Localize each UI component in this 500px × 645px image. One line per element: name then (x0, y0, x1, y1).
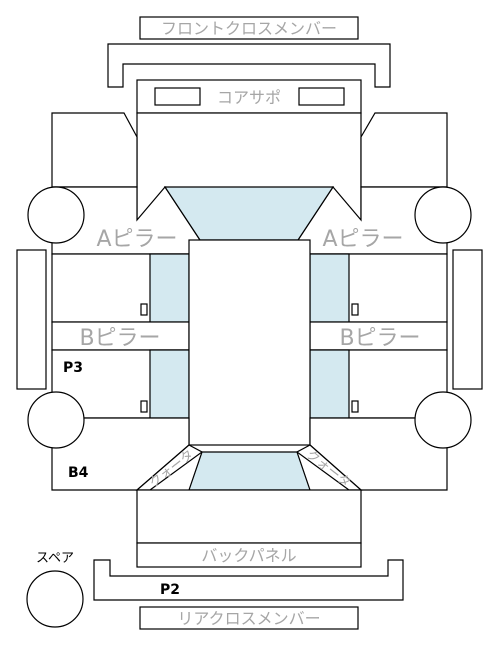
right-front-fender (360, 112, 448, 188)
rear-cross-member-box (139, 606, 359, 630)
spare-tire (26, 570, 84, 628)
right-front-door-handle (351, 303, 359, 316)
a-pillar-left-label: Aピラー (96, 227, 177, 252)
right-headlight (298, 87, 345, 106)
right-rear-window (309, 349, 350, 419)
spare-label: スペア (36, 551, 74, 566)
left-rear-door-handle (140, 400, 148, 413)
b-pillar-right-label: Bピラー (339, 326, 420, 351)
back-panel (136, 542, 362, 568)
a-pillar-right-label: Aピラー (322, 227, 403, 252)
roof-panel (188, 239, 311, 446)
left-rear-window (149, 349, 190, 419)
front-cross-member-label: フロントクロスメンバー (161, 19, 337, 38)
right-front-window (309, 253, 350, 323)
front-bumper-bracket (107, 43, 391, 88)
left-side-sill (16, 249, 47, 390)
rear-right-wheel (414, 391, 472, 449)
left-front-fender (51, 112, 138, 188)
right-b-pillar (309, 321, 448, 351)
left-front-window (149, 253, 190, 323)
left-front-door-handle (140, 303, 148, 316)
rear-window (188, 451, 311, 491)
left-headlight (154, 87, 201, 106)
back-panel-label: バックパネル (201, 546, 296, 565)
front-left-wheel (27, 186, 85, 244)
b-pillar-left-label: Bピラー (79, 326, 160, 351)
rear-left-wheel (27, 391, 85, 449)
p3-label: P3 (63, 360, 83, 376)
rear-bumper-bracket (93, 559, 404, 601)
rear-cross-member-label: リアクロスメンバー (177, 609, 320, 628)
trunk-lid (136, 489, 362, 544)
right-rear-door-handle (351, 400, 359, 413)
front-right-wheel (414, 186, 472, 244)
p2-label: P2 (160, 582, 180, 598)
radiator-support-label: コアサポ (217, 88, 281, 107)
right-side-sill (452, 249, 483, 390)
front-cross-member-box (139, 16, 359, 40)
b4-label: B4 (68, 465, 89, 481)
left-b-pillar (51, 321, 190, 351)
